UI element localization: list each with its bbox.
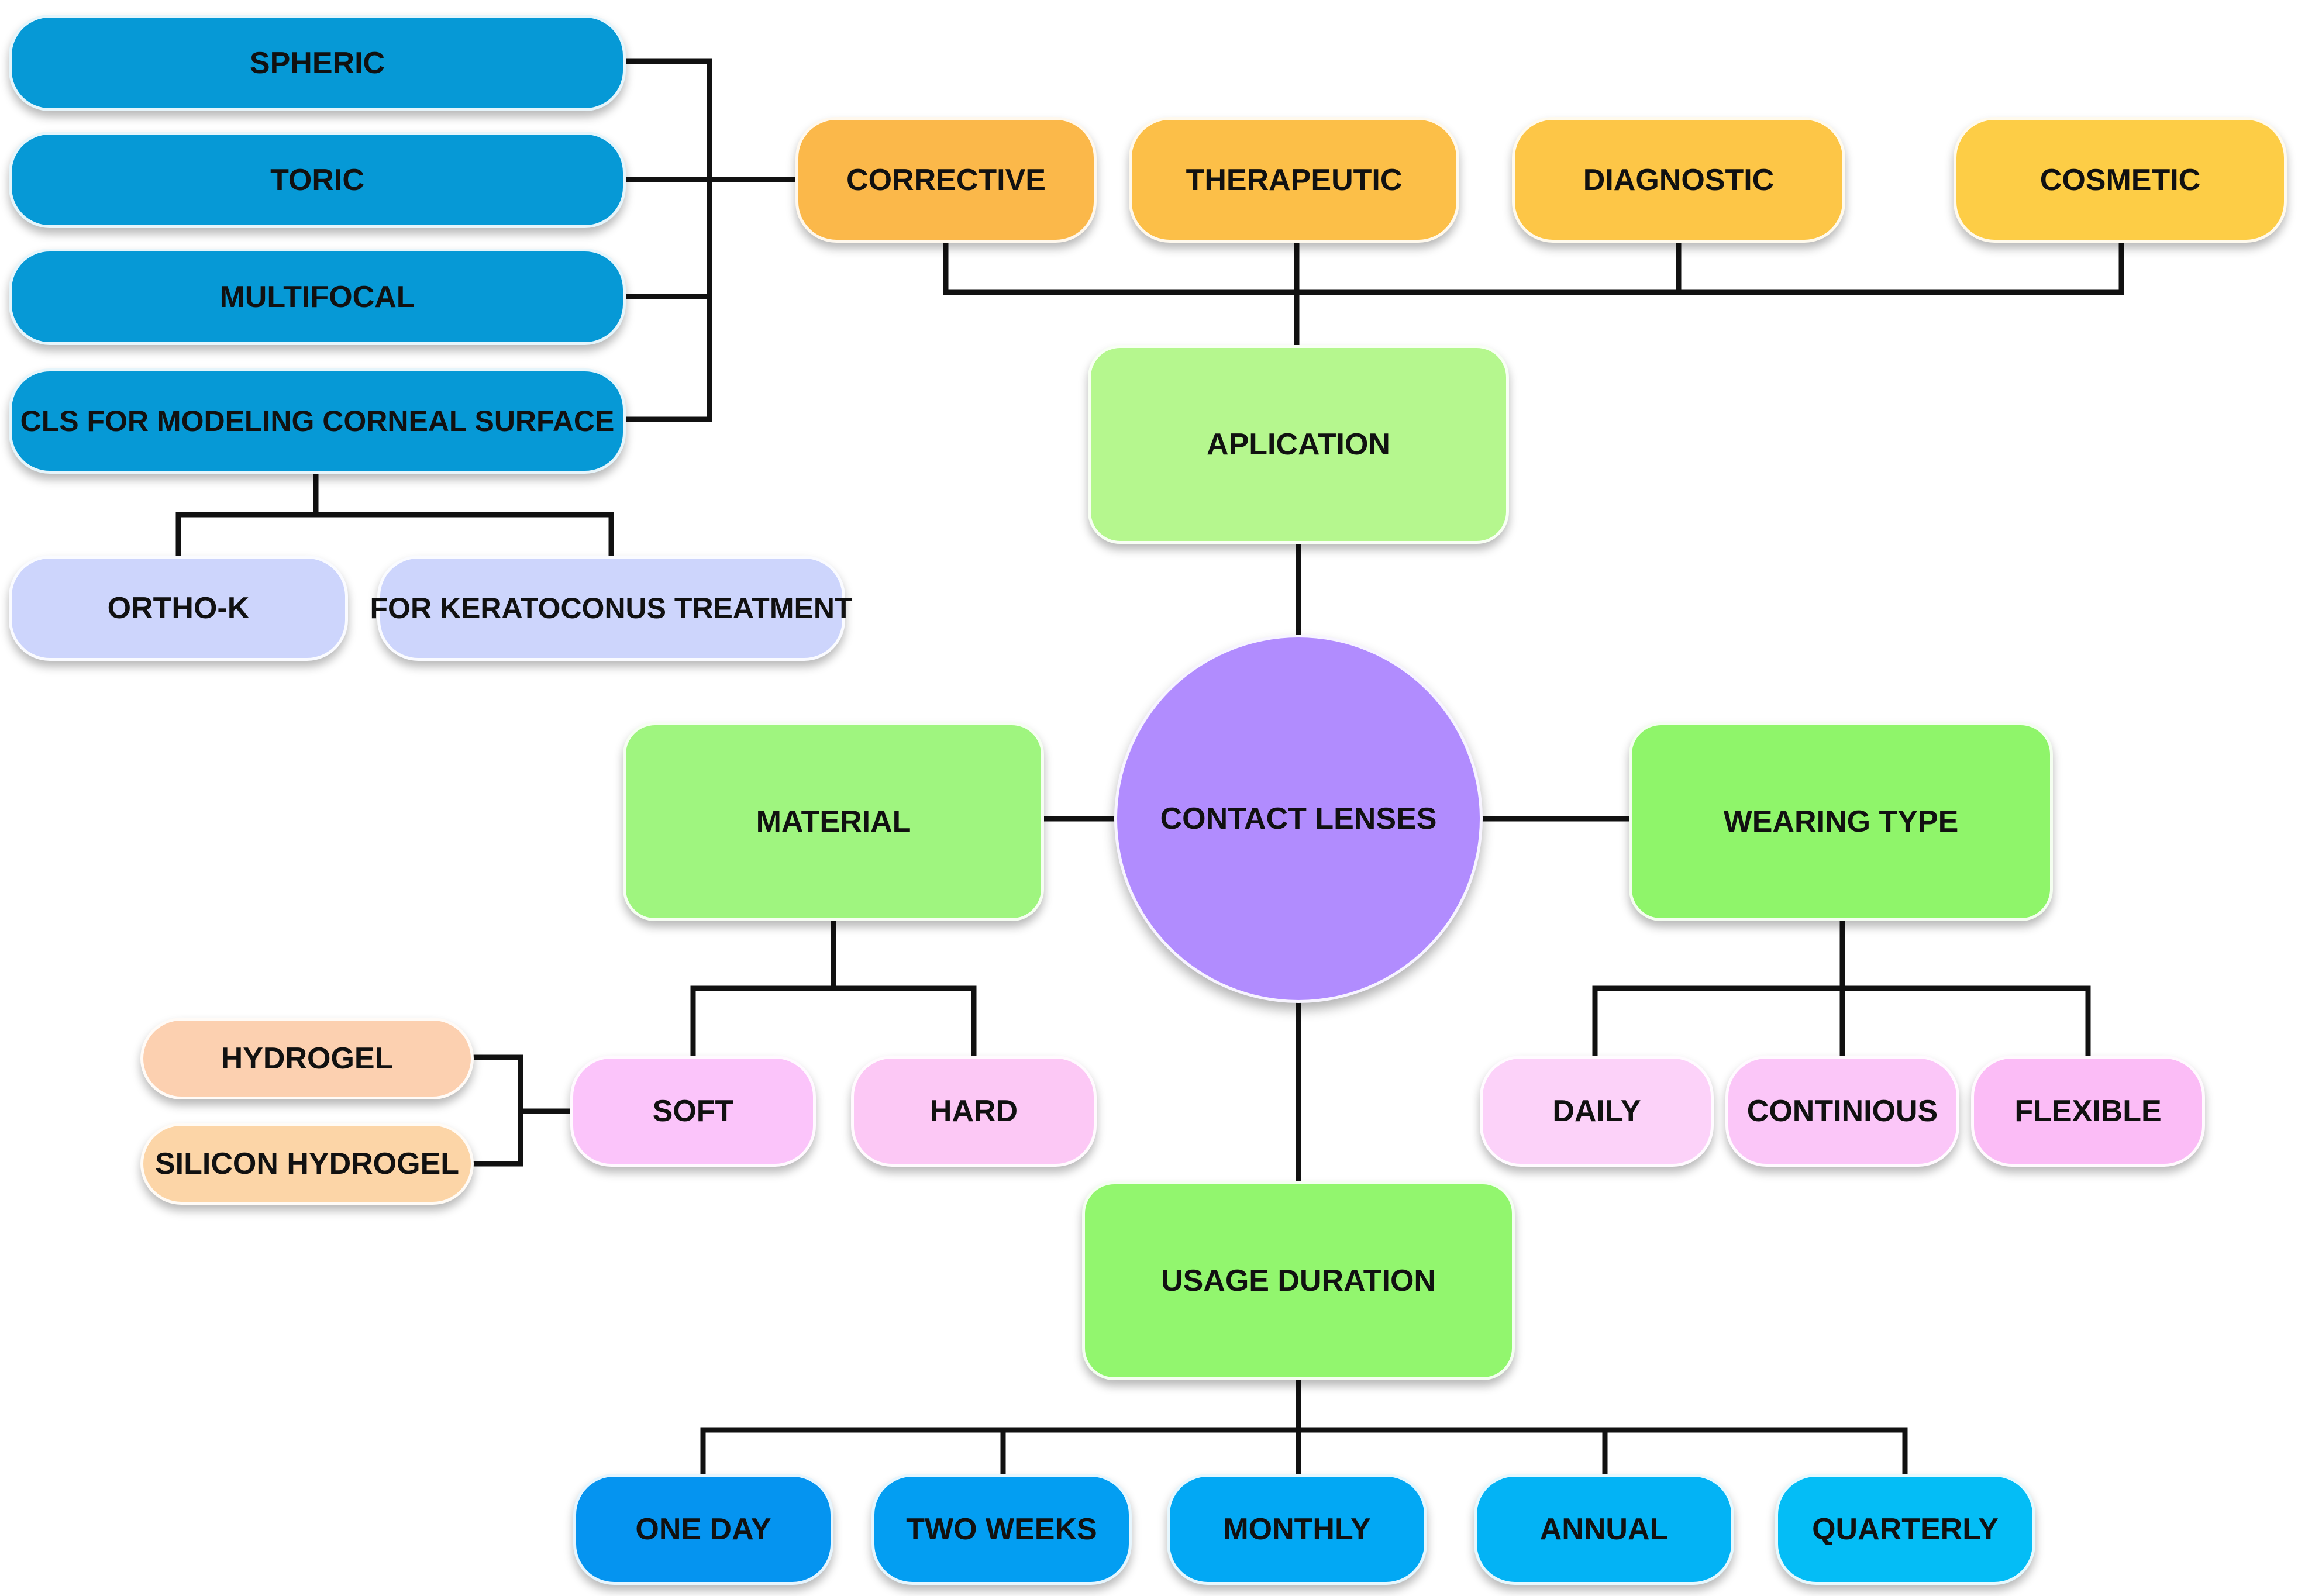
- daily-label: DAILY: [1552, 1094, 1641, 1128]
- multifocal-label: MULTIFOCAL: [219, 280, 415, 314]
- annual-node: ANNUAL: [1474, 1474, 1734, 1585]
- therapeutic-label: THERAPEUTIC: [1186, 163, 1403, 197]
- therapeutic-node: THERAPEUTIC: [1129, 117, 1459, 243]
- one-day-node: ONE DAY: [573, 1474, 833, 1585]
- soft-node: SOFT: [570, 1056, 816, 1167]
- diagnostic-label: DIAGNOSTIC: [1583, 163, 1775, 197]
- material-node: MATERIAL: [623, 722, 1044, 921]
- contact-lenses-center-node: CONTACT LENSES: [1114, 635, 1483, 1003]
- flexible-node: FLEXIBLE: [1971, 1056, 2205, 1167]
- corneal-surface-label: CLS FOR MODELING CORNEAL SURFACE: [20, 405, 615, 437]
- hydrogel-label: HYDROGEL: [221, 1042, 394, 1076]
- hard-label: HARD: [929, 1094, 1018, 1128]
- toric-label: TORIC: [270, 163, 364, 197]
- soft-label: SOFT: [652, 1094, 734, 1128]
- toric-node: TORIC: [9, 132, 626, 228]
- application-node: APLICATION: [1088, 345, 1509, 544]
- usage-duration-label: USAGE DURATION: [1161, 1264, 1436, 1298]
- cosmetic-node: COSMETIC: [1954, 117, 2287, 243]
- hard-node: HARD: [851, 1056, 1097, 1167]
- center-label: CONTACT LENSES: [1160, 802, 1437, 836]
- ortho-k-label: ORTHO-K: [107, 591, 250, 625]
- keratoconus-node: FOR KERATOCONUS TREATMENT: [370, 556, 853, 661]
- usage-duration-node: USAGE DURATION: [1082, 1181, 1515, 1380]
- quarterly-node: QUARTERLY: [1775, 1474, 2035, 1585]
- silicon-hydrogel-node: SILICON HYDROGEL: [140, 1123, 474, 1205]
- corrective-node: CORRECTIVE: [795, 117, 1097, 243]
- wearing-type-node: WEARING TYPE: [1629, 722, 2053, 921]
- material-label: MATERIAL: [756, 805, 911, 839]
- wearing-type-label: WEARING TYPE: [1723, 805, 1959, 839]
- two-weeks-label: TWO WEEKS: [906, 1512, 1097, 1546]
- application-label: APLICATION: [1207, 428, 1390, 461]
- continious-node: CONTINIOUS: [1725, 1056, 1959, 1167]
- spheric-node: SPHERIC: [9, 15, 626, 111]
- hydrogel-node: HYDROGEL: [140, 1018, 474, 1099]
- ortho-k-node: ORTHO-K: [9, 556, 348, 661]
- continious-label: CONTINIOUS: [1746, 1094, 1938, 1128]
- one-day-label: ONE DAY: [635, 1512, 771, 1546]
- silicon-hydrogel-label: SILICON HYDROGEL: [154, 1147, 460, 1181]
- daily-node: DAILY: [1480, 1056, 1714, 1167]
- keratoconus-label: FOR KERATOCONUS TREATMENT: [370, 592, 853, 625]
- flexible-label: FLEXIBLE: [2014, 1094, 2162, 1128]
- multifocal-node: MULTIFOCAL: [9, 249, 626, 345]
- quarterly-label: QUARTERLY: [1812, 1512, 1999, 1546]
- corneal-surface-node: CLS FOR MODELING CORNEAL SURFACE: [9, 368, 626, 474]
- cosmetic-label: COSMETIC: [2039, 163, 2201, 197]
- monthly-node: MONTHLY: [1167, 1474, 1427, 1585]
- corrective-label: CORRECTIVE: [846, 163, 1046, 197]
- spheric-label: SPHERIC: [249, 46, 385, 80]
- monthly-label: MONTHLY: [1223, 1512, 1371, 1546]
- annual-label: ANNUAL: [1539, 1512, 1669, 1546]
- diagnostic-node: DIAGNOSTIC: [1512, 117, 1845, 243]
- two-weeks-node: TWO WEEKS: [871, 1474, 1132, 1585]
